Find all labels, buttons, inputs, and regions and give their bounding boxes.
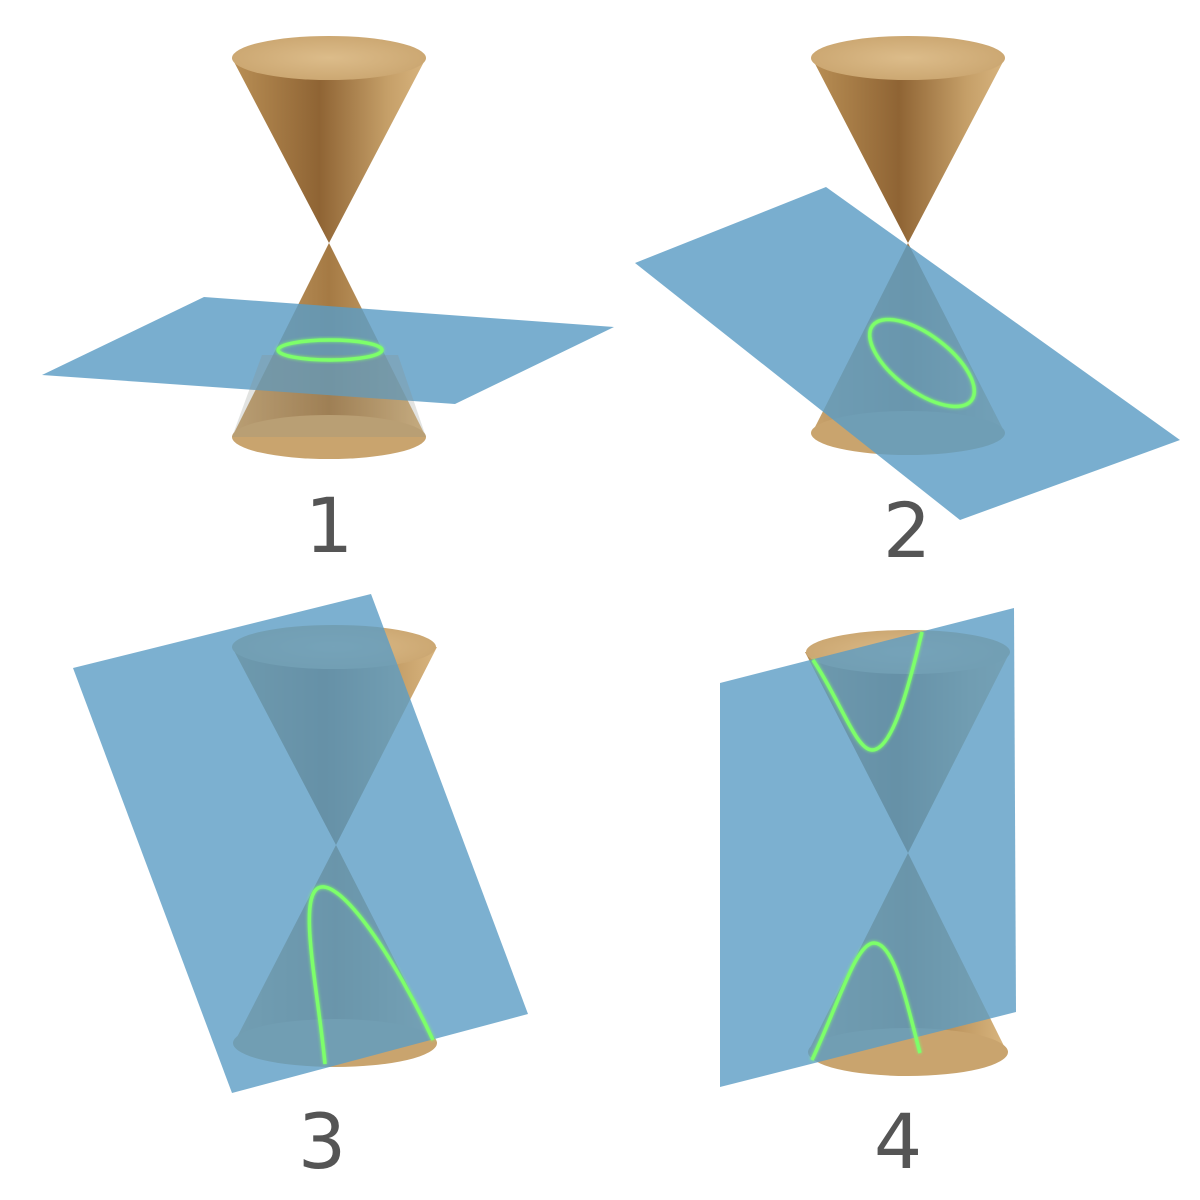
cutting-plane	[42, 297, 614, 404]
panel-3-parabola: 3	[73, 594, 528, 1186]
ellipse-intersection	[867, 317, 977, 409]
parabola-intersection	[307, 885, 435, 1065]
lower-nappe-front	[232, 355, 426, 437]
panel-label: 1	[305, 481, 353, 570]
panel-1-circle: 1	[42, 36, 614, 570]
cutting-plane	[635, 187, 1180, 520]
upper-cap	[232, 36, 426, 80]
panel-4-hyperbola: 4	[720, 608, 1016, 1186]
panel-label: 2	[883, 486, 931, 575]
panel-label: 3	[298, 1097, 346, 1186]
cutting-plane	[73, 594, 528, 1093]
hyperbola-lower-branch	[810, 941, 922, 1061]
upper-nappe	[812, 58, 1005, 243]
circle-intersection	[276, 338, 384, 362]
panel-2-ellipse: 2	[635, 36, 1180, 575]
upper-cap	[811, 36, 1005, 80]
lower-base	[232, 415, 426, 459]
upper-nappe	[232, 58, 426, 243]
hyperbola-upper-branch	[811, 631, 924, 752]
cutting-plane	[720, 608, 1016, 1087]
panel-label: 4	[874, 1097, 922, 1186]
